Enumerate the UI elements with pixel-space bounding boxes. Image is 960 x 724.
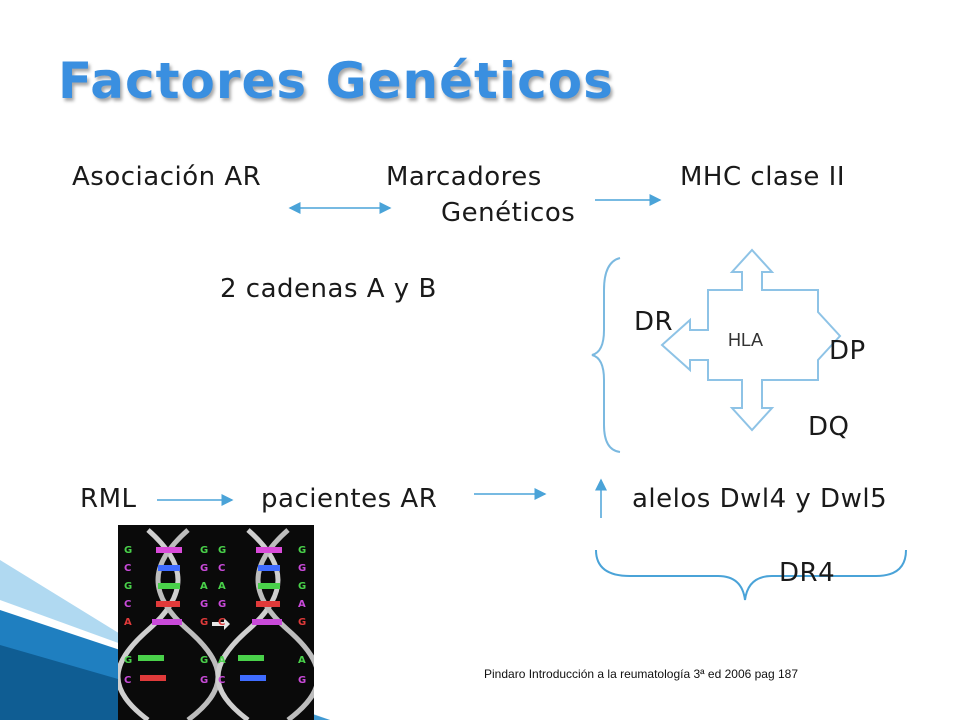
- page-title: Factores Genéticos: [58, 52, 614, 110]
- text-marcadores: Marcadores: [386, 162, 542, 192]
- dna-base-letter: G: [298, 617, 306, 628]
- bracket-hla: [591, 257, 621, 453]
- dna-base-letter: G: [298, 563, 306, 574]
- dna-base-letter: A: [124, 617, 132, 628]
- text-dp: DP: [829, 336, 866, 366]
- text-alelos: alelos Dwl4 y Dwl5: [632, 484, 888, 514]
- dna-base-letter: C: [124, 675, 131, 686]
- dna-base-letter: C: [124, 599, 131, 610]
- text-mhc-clase-ii: MHC clase II: [680, 162, 845, 192]
- dna-base-letter: G: [218, 599, 226, 610]
- dna-base-letter: G: [298, 545, 306, 556]
- text-dq: DQ: [808, 412, 850, 442]
- text-asociacion-ar: Asociación AR: [72, 162, 262, 192]
- dna-base-letter: G: [200, 655, 208, 666]
- dna-base-letter: G: [298, 581, 306, 592]
- brace-dr4: [595, 549, 907, 601]
- dna-base-letter: G: [218, 545, 226, 556]
- citation-text: Pindaro Introducción a la reumatología 3…: [484, 667, 798, 681]
- dna-base-letter: G: [200, 599, 208, 610]
- dna-base-letter: C: [218, 617, 225, 628]
- dna-base-letter: G: [200, 617, 208, 628]
- dna-base-letter: G: [298, 675, 306, 686]
- dna-base-letter: C: [218, 563, 225, 574]
- dna-base-letter: G: [200, 545, 208, 556]
- dna-base-letter: A: [200, 581, 208, 592]
- dna-base-letter: A: [298, 599, 306, 610]
- dna-base-letter: A: [218, 655, 226, 666]
- text-rml: RML: [80, 484, 137, 514]
- dna-base-letter: G: [124, 581, 132, 592]
- dna-base-letter: A: [298, 655, 306, 666]
- dna-base-letter: A: [218, 581, 226, 592]
- text-dr4: DR4: [779, 558, 836, 588]
- dna-base-letter: C: [218, 675, 225, 686]
- text-hla: HLA: [728, 330, 764, 350]
- dna-base-letter: G: [124, 545, 132, 556]
- dna-base-letter: G: [200, 563, 208, 574]
- dna-base-letter: G: [124, 655, 132, 666]
- dna-base-letter: C: [124, 563, 131, 574]
- text-2-cadenas: 2 cadenas A y B: [220, 274, 437, 304]
- text-geneticos: Genéticos: [441, 198, 576, 228]
- hla-cross-shape: [660, 248, 842, 432]
- text-dr: DR: [634, 307, 674, 337]
- text-pacientes-ar: pacientes AR: [261, 484, 438, 514]
- dna-base-letter: G: [200, 675, 208, 686]
